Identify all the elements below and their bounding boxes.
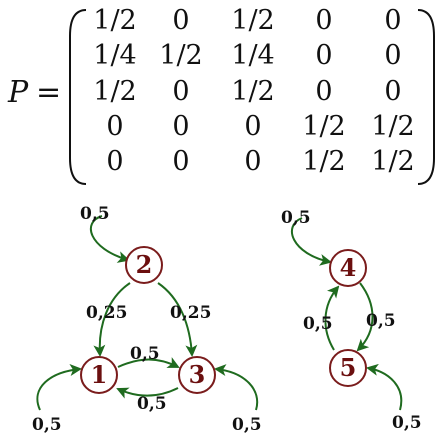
matrix-cell: 0 [315,76,332,107]
node-2: 2 [125,246,163,284]
matrix-right-bracket [417,9,435,185]
matrix-cell: 1/2 [231,76,274,107]
matrix-cell: 1/2 [302,111,345,142]
node-label: 4 [340,253,357,282]
matrix-cell: 0 [172,5,189,36]
node-label: 3 [189,360,206,389]
edge-label: 0,5 [281,208,311,228]
markov-graph: 2 1 3 4 5 0,5 0,25 0,25 0,5 0,5 0,5 0,5 … [32,204,422,435]
matrix-cell: 0 [172,76,189,107]
matrix-left-bracket [69,9,87,185]
edge-4-to-5 [356,282,374,352]
matrix-cell: 0 [172,111,189,142]
node-circle [80,356,118,394]
matrix-cell: 1/2 [371,111,414,142]
edge-4-loop [291,217,332,266]
node-4: 4 [329,249,367,287]
edge-2-to-1 [93,282,131,357]
matrix-cell: 0 [315,5,332,36]
edge-5-to-4 [324,285,340,351]
matrix-cell: 1/2 [93,76,136,107]
edge-1-loop [36,364,82,411]
transition-matrix: P = 1/2 0 1/2 0 0 1/4 1/2 1/4 0 0 1/2 0 … [7,5,435,185]
edge-label: 0,5 [366,311,396,331]
matrix-cell: 0 [315,40,332,71]
matrix-cell: 1/2 [302,146,345,177]
matrix-cell: 0 [384,5,401,36]
node-circle [329,349,367,387]
edge-3-to-1 [116,387,179,399]
node-1: 1 [80,356,118,394]
edge-label: 0,5 [32,415,62,435]
matrix-cell: 0 [106,146,123,177]
matrix-cell: 0 [244,111,261,142]
matrix-cell: 1/4 [93,40,136,71]
node-3: 3 [178,356,216,394]
equals-sign: = [36,75,61,110]
matrix-cell: 1/4 [231,40,274,71]
edge-label: 0,5 [80,204,110,224]
edge-5-loop [366,363,403,411]
matrix-cell: 0 [106,111,123,142]
matrix-cell: 1/2 [371,146,414,177]
node-circle [125,246,163,284]
edge-label: 0,25 [170,303,211,323]
node-label: 5 [340,353,357,382]
edge-label: 0,5 [392,413,422,433]
edge-2-loop [89,215,130,263]
matrix-symbol: P [7,75,29,110]
node-circle [329,249,367,287]
edge-1-to-3 [117,357,180,368]
matrix-cell: 0 [384,76,401,107]
edge-label: 0,25 [86,303,127,323]
node-circle [178,356,216,394]
edge-2-to-3 [157,282,198,357]
edge-label: 0,5 [303,314,333,334]
matrix-cell: 1/2 [159,40,202,71]
edge-3-loop [214,364,259,411]
edge-label: 0,5 [232,415,262,435]
matrix-cell: 1/2 [231,5,274,36]
edge-label: 0,5 [137,394,167,414]
matrix-cell: 0 [172,146,189,177]
matrix-cell: 1/2 [93,5,136,36]
node-label: 2 [136,250,153,279]
matrix-cell: 0 [384,40,401,71]
edge-label: 0,5 [130,344,160,364]
node-5: 5 [329,349,367,387]
matrix-cell: 0 [244,146,261,177]
node-label: 1 [91,360,108,389]
